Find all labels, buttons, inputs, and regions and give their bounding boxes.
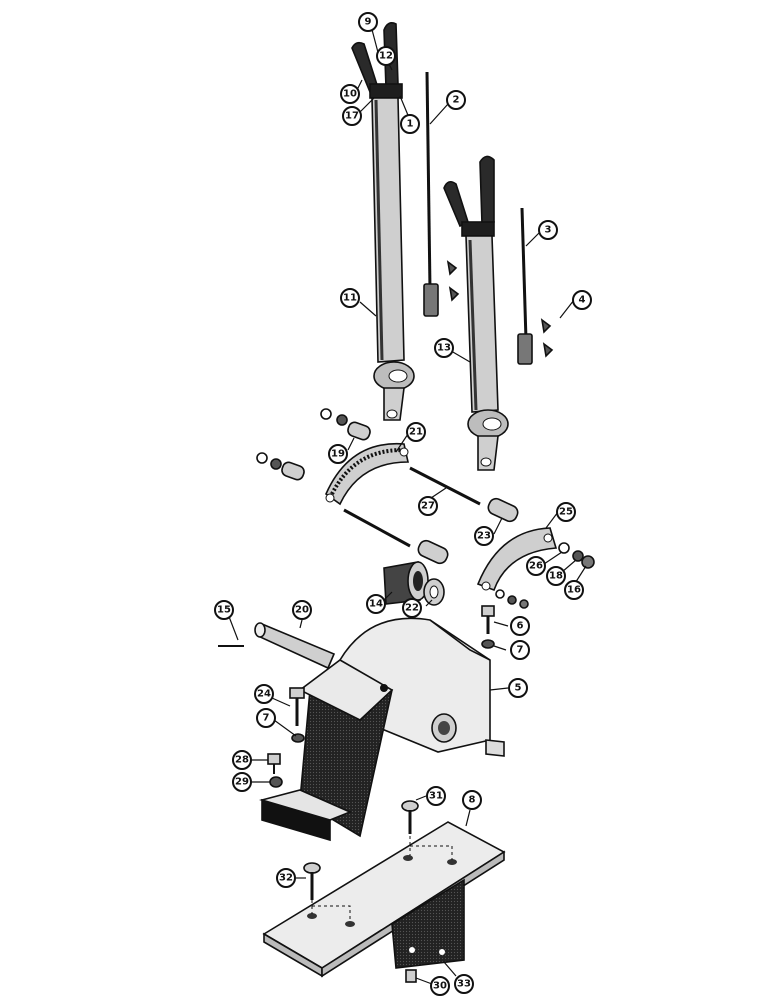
bracket-5 <box>259 617 505 842</box>
callout-13: 13 <box>434 338 454 358</box>
callout-18: 18 <box>546 566 566 586</box>
svg-text:21: 21 <box>409 427 423 438</box>
svg-text:5: 5 <box>515 683 522 694</box>
svg-text:17: 17 <box>345 111 359 122</box>
sector-21 <box>325 442 409 506</box>
callout-27: 27 <box>418 496 438 516</box>
svg-text:14: 14 <box>369 599 383 610</box>
svg-text:27: 27 <box>421 501 435 512</box>
svg-text:10: 10 <box>343 89 357 100</box>
callout-32: 32 <box>276 868 296 888</box>
callout-30: 30 <box>430 976 450 996</box>
bolt-31 <box>401 800 419 834</box>
svg-text:33: 33 <box>457 979 471 990</box>
callout-5: 5 <box>508 678 528 698</box>
callout-6: 6 <box>510 616 530 636</box>
callout-28: 28 <box>232 750 252 770</box>
svg-text:4: 4 <box>579 295 586 306</box>
callout-31: 31 <box>426 786 446 806</box>
svg-text:19: 19 <box>331 449 345 460</box>
svg-text:18: 18 <box>549 571 563 582</box>
svg-text:28: 28 <box>235 755 249 766</box>
callout-7-lower: 7 <box>256 708 276 728</box>
callout-20: 20 <box>292 600 312 620</box>
plate-8 <box>262 821 506 978</box>
svg-text:26: 26 <box>529 561 543 572</box>
leader-lines <box>227 21 587 985</box>
svg-text:31: 31 <box>429 791 443 802</box>
svg-text:1: 1 <box>407 119 414 130</box>
callout-9: 9 <box>358 12 378 32</box>
callout-19: 19 <box>328 444 348 464</box>
callout-10: 10 <box>340 84 360 104</box>
svg-text:24: 24 <box>257 689 271 700</box>
sector-25 <box>476 527 595 609</box>
svg-text:6: 6 <box>517 621 524 632</box>
bolt-28 <box>267 753 283 788</box>
callout-3: 3 <box>538 220 558 240</box>
callout-15: 15 <box>214 600 234 620</box>
callout-16: 16 <box>564 580 584 600</box>
rod-3 <box>517 207 554 365</box>
callout-26: 26 <box>526 556 546 576</box>
callout-17: 17 <box>342 106 362 126</box>
callout-7: 7 <box>510 640 530 660</box>
callout-12: 12 <box>376 46 396 66</box>
callout-11: 11 <box>340 288 360 308</box>
svg-text:2: 2 <box>453 95 460 106</box>
svg-text:20: 20 <box>295 605 309 616</box>
spacer-23 <box>417 497 519 565</box>
svg-text:22: 22 <box>405 603 419 614</box>
svg-text:16: 16 <box>567 585 581 596</box>
rod-2 <box>423 71 460 317</box>
callout-22: 22 <box>402 598 422 618</box>
callout-2: 2 <box>446 90 466 110</box>
svg-text:15: 15 <box>217 605 231 616</box>
svg-text:25: 25 <box>559 507 573 518</box>
callout-4: 4 <box>572 290 592 310</box>
callout-8: 8 <box>462 790 482 810</box>
callout-23: 23 <box>474 526 494 546</box>
callout-1: 1 <box>400 114 420 134</box>
callout-29: 29 <box>232 772 252 792</box>
callout-24: 24 <box>254 684 274 704</box>
svg-text:11: 11 <box>343 293 357 304</box>
lever-13 <box>443 155 509 471</box>
svg-text:13: 13 <box>437 343 451 354</box>
lever-11 <box>351 22 415 421</box>
rod-27 <box>343 466 481 548</box>
svg-text:3: 3 <box>545 225 552 236</box>
svg-text:8: 8 <box>469 795 476 806</box>
callout-21: 21 <box>406 422 426 442</box>
callout-25: 25 <box>556 502 576 522</box>
svg-text:9: 9 <box>365 17 372 28</box>
hardware-upper <box>256 408 371 481</box>
svg-text:23: 23 <box>477 531 491 542</box>
svg-text:7: 7 <box>263 713 270 724</box>
bolt-6 <box>481 605 495 649</box>
shaft-20 <box>218 622 336 670</box>
callout-14: 14 <box>366 594 386 614</box>
svg-text:30: 30 <box>433 981 447 992</box>
bolt-30 <box>405 969 417 983</box>
bolt-32 <box>303 862 321 900</box>
svg-text:12: 12 <box>379 51 393 62</box>
callout-33: 33 <box>454 974 474 994</box>
svg-text:29: 29 <box>235 777 249 788</box>
svg-text:7: 7 <box>517 645 524 656</box>
svg-text:32: 32 <box>279 873 293 884</box>
